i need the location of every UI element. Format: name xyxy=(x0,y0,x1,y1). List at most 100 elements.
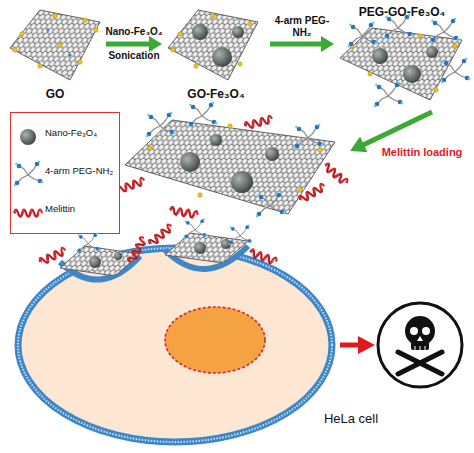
go-fe3o4-sheet xyxy=(192,24,208,40)
cell-membrane xyxy=(18,248,332,442)
melittin-loaded-sheet xyxy=(198,193,202,197)
melittin-loaded-sheet xyxy=(210,134,222,146)
skull-symbol xyxy=(417,336,423,341)
legend-samples xyxy=(14,161,44,187)
graphene-oxide-sheet xyxy=(13,48,17,52)
process-arrow xyxy=(270,36,334,52)
melittin-loaded-sheet xyxy=(117,102,349,220)
loading-arrow xyxy=(352,139,366,152)
go-fe3o4-sheet xyxy=(171,14,252,68)
annotation-label: Melittin loading xyxy=(372,146,472,159)
peg-go-fe3o4-sheet xyxy=(426,46,438,58)
entering-sheet xyxy=(77,233,101,253)
skull-symbol xyxy=(411,338,429,350)
peg-go-fe3o4-sheet xyxy=(434,88,438,92)
legend-text: Nano-Fe₃O₄ xyxy=(45,128,119,139)
loading-arrow xyxy=(352,112,432,151)
graphene-oxide-sheet xyxy=(53,14,57,18)
arrow-head xyxy=(321,36,334,52)
go-fe3o4-sheet xyxy=(248,22,252,26)
peg-go-fe3o4-sheet xyxy=(441,58,471,84)
go-fe3o4-sheet xyxy=(171,48,175,52)
skull-symbol xyxy=(420,346,421,350)
melittin-loaded-sheet xyxy=(180,152,200,172)
annotation-label: Sonication xyxy=(96,50,172,62)
peg-go-fe3o4-sheet xyxy=(418,34,422,38)
legend-samples xyxy=(14,210,42,218)
graphene-oxide-sheet xyxy=(68,53,71,56)
peg-go-fe3o4-sheet xyxy=(453,44,457,48)
melittin-loaded-sheet xyxy=(231,171,253,193)
entering-sheet xyxy=(229,225,253,245)
skull-symbol xyxy=(398,352,442,374)
melittin-loaded-sheet xyxy=(256,192,286,218)
graphene-oxide-sheet xyxy=(58,43,62,47)
peg-go-fe3o4-sheet xyxy=(374,82,404,108)
process-arrow xyxy=(106,36,162,52)
cell-node: HeLa cell xyxy=(14,244,336,446)
sheet-node: PEG-GO-Fe₃O₄ xyxy=(336,4,468,104)
peg-go-fe3o4-sheet xyxy=(340,28,462,100)
entering-sheet xyxy=(148,223,175,247)
node-label: PEG-GO-Fe₃O₄ xyxy=(336,6,468,20)
melittin-loaded-sheet xyxy=(188,102,218,128)
peg-go-fe3o4-sheet xyxy=(348,22,378,48)
node-label: GO-Fe₃O₄ xyxy=(164,88,268,102)
melittin-loaded-sheet xyxy=(125,120,335,214)
skull-symbol xyxy=(410,327,418,335)
go-fe3o4-sheet xyxy=(168,10,258,80)
sheet-node: GO-Fe₃O₄ xyxy=(164,6,268,106)
skull-symbol xyxy=(422,327,430,335)
legend-samples xyxy=(20,129,36,145)
legend-text: Melittin xyxy=(45,204,119,215)
melittin-loaded-sheet xyxy=(294,124,324,150)
graphene-oxide-sheet xyxy=(20,32,24,36)
skull-symbol xyxy=(378,303,462,387)
graphene-oxide-sheet xyxy=(10,10,100,80)
go-fe3o4-sheet xyxy=(194,64,198,68)
melittin-loaded-sheet xyxy=(228,124,232,128)
graphene-oxide-sheet xyxy=(10,10,100,80)
cell-outline xyxy=(14,244,336,446)
peg-go-fe3o4-sheet xyxy=(368,72,372,76)
melittin-loaded-sheet xyxy=(148,146,152,150)
melittin-loaded-sheet xyxy=(117,177,146,194)
peg-go-fe3o4-sheet xyxy=(340,28,462,100)
peg-go-fe3o4-sheet xyxy=(403,65,421,83)
graphene-oxide-sheet xyxy=(83,18,87,22)
entering-sheet xyxy=(221,239,231,249)
go-fe3o4-sheet xyxy=(168,10,258,80)
melittin-loaded-sheet xyxy=(322,162,349,186)
graphene-oxide-sheet xyxy=(38,64,42,68)
peg-go-fe3o4-sheet xyxy=(340,14,470,108)
arrow-head xyxy=(149,36,162,52)
entering-sheet xyxy=(39,247,68,266)
node-label: HeLa cell xyxy=(306,412,396,427)
skull-symbol xyxy=(425,346,426,350)
go-fe3o4-sheet xyxy=(212,47,232,67)
go-fe3o4-sheet xyxy=(168,10,258,80)
node-label: GO xyxy=(6,88,104,102)
arrow-shaft xyxy=(106,42,150,47)
loading-arrow xyxy=(363,112,432,145)
go-fe3o4-sheet xyxy=(178,32,182,36)
arrow-label: Nano-Fe₃O₄ xyxy=(93,26,175,38)
go-fe3o4-sheet xyxy=(211,14,215,18)
graphene-oxide-sheet xyxy=(46,28,49,31)
graphene-oxide-sheet xyxy=(13,14,98,68)
melittin-loaded-sheet xyxy=(148,124,322,197)
melittin-loaded-sheet xyxy=(169,207,198,220)
melittin-loaded-sheet xyxy=(298,183,326,204)
melittin-loaded-sheet xyxy=(125,120,335,214)
skull-symbol xyxy=(405,316,435,346)
melittin-loaded-sheet xyxy=(244,115,273,130)
skull-symbol xyxy=(415,346,416,350)
skull-symbol xyxy=(378,303,462,387)
arrow-label: 4-arm PEG-NH₂ xyxy=(271,15,333,38)
legend-box: Nano-Fe₃O₄ 4-arm PEG-NH₂ Melittin xyxy=(10,112,120,234)
graphene-oxide-sheet xyxy=(78,60,82,64)
skull-symbol xyxy=(398,352,442,374)
go-fe3o4-sheet xyxy=(232,26,244,38)
arrow-shaft xyxy=(270,42,322,47)
legend-text: 4-arm PEG-NH₂ xyxy=(45,166,119,177)
